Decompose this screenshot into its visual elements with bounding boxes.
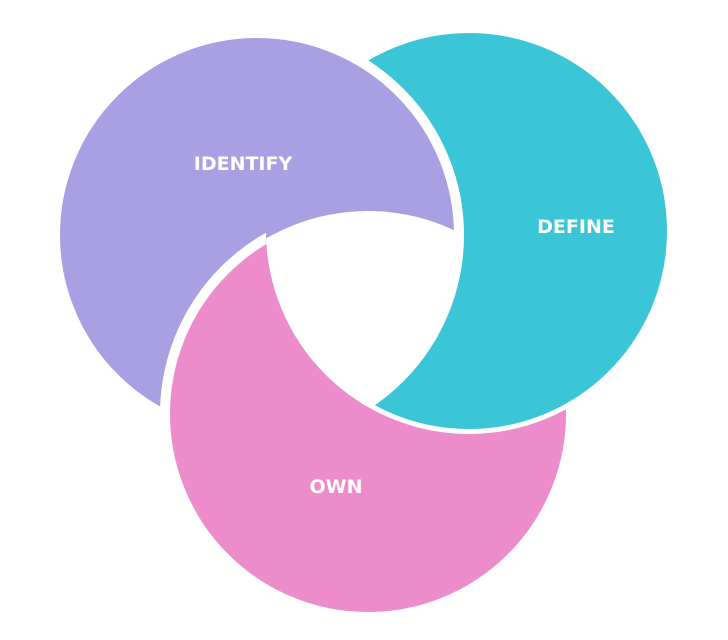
define-label: DEFINE: [537, 216, 615, 238]
identify-label: IDENTIFY: [194, 153, 293, 175]
own-label: OWN: [309, 476, 362, 498]
center-hole: [266, 211, 459, 434]
